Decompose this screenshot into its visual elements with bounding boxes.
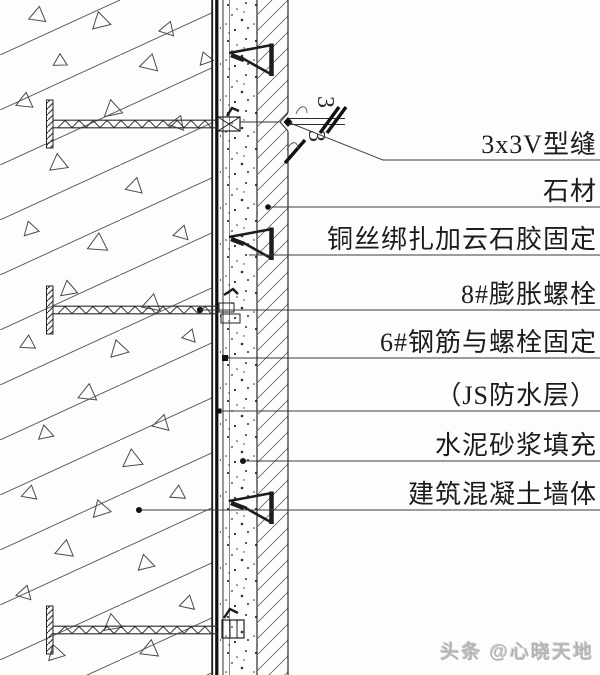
mortar-stipple-band [220, 0, 258, 675]
aggregate-triangle [52, 52, 69, 66]
aggregate-triangle [20, 484, 38, 500]
aggregate-triangle [124, 176, 143, 194]
aggregate-triangle [86, 231, 109, 251]
aggregate-triangle [23, 220, 41, 237]
callout-waterproof: （JS防水层） [435, 381, 597, 410]
watermark-text: 头条 @心晓天地 [440, 642, 594, 663]
leader-lines [139, 122, 600, 511]
aggregate-triangle [103, 612, 124, 632]
leader-anchors [136, 204, 271, 513]
aggregate-triangle [59, 279, 79, 297]
aggregate-triangle [91, 10, 112, 30]
aggregate-triangle [92, 499, 113, 519]
callout-rebar-fix: 6#钢筋与螺栓固定 [379, 328, 597, 357]
aggregate-triangle [77, 382, 98, 401]
callout-mortar: 水泥砂浆填充 [434, 431, 597, 460]
vjoint-depth-dim: 3 [303, 130, 329, 142]
aggregate-triangle [172, 224, 189, 241]
callout-expansion-bolt: 8#膨胀螺栓 [460, 280, 597, 309]
vjoint-width-dim: 3 [312, 96, 338, 108]
aggregate-triangle [151, 413, 170, 431]
aggregate-triangle [14, 91, 34, 108]
aggregate-triangle [15, 584, 32, 601]
aggregate-triangle [139, 638, 160, 657]
callout-stone: 石材 [542, 177, 597, 206]
aggregate-triangle [137, 553, 156, 571]
v-joint-detail: 3 3 [279, 96, 348, 165]
aggregate-triangle [138, 52, 159, 72]
aggregate-triangle [157, 20, 175, 37]
expansion-bolt-bottom [45, 605, 245, 655]
aggregate-triangle [53, 538, 75, 557]
aggregate-triangle [37, 424, 55, 440]
aggregate-triangle [180, 328, 196, 343]
aggregate-triangle [103, 98, 124, 118]
aggregate-triangle [199, 51, 215, 66]
callout-concrete-wall: 建筑混凝土墙体 [407, 480, 597, 509]
aggregate-triangle [48, 152, 70, 171]
callout-vjoint: 3x3V型缝 [481, 130, 597, 159]
aggregate-triangle [178, 594, 196, 610]
aggregate-triangle [19, 334, 37, 349]
stone-panel-band [257, 0, 289, 675]
concrete-wall-region [0, 0, 215, 675]
aggregate-triangle [168, 484, 187, 499]
aggregate-triangle [27, 5, 47, 23]
aggregate-triangle [110, 338, 130, 358]
callout-copper-wire: 铜丝绑扎加云石胶固定 [326, 225, 597, 254]
aggregate-triangle [122, 447, 144, 468]
